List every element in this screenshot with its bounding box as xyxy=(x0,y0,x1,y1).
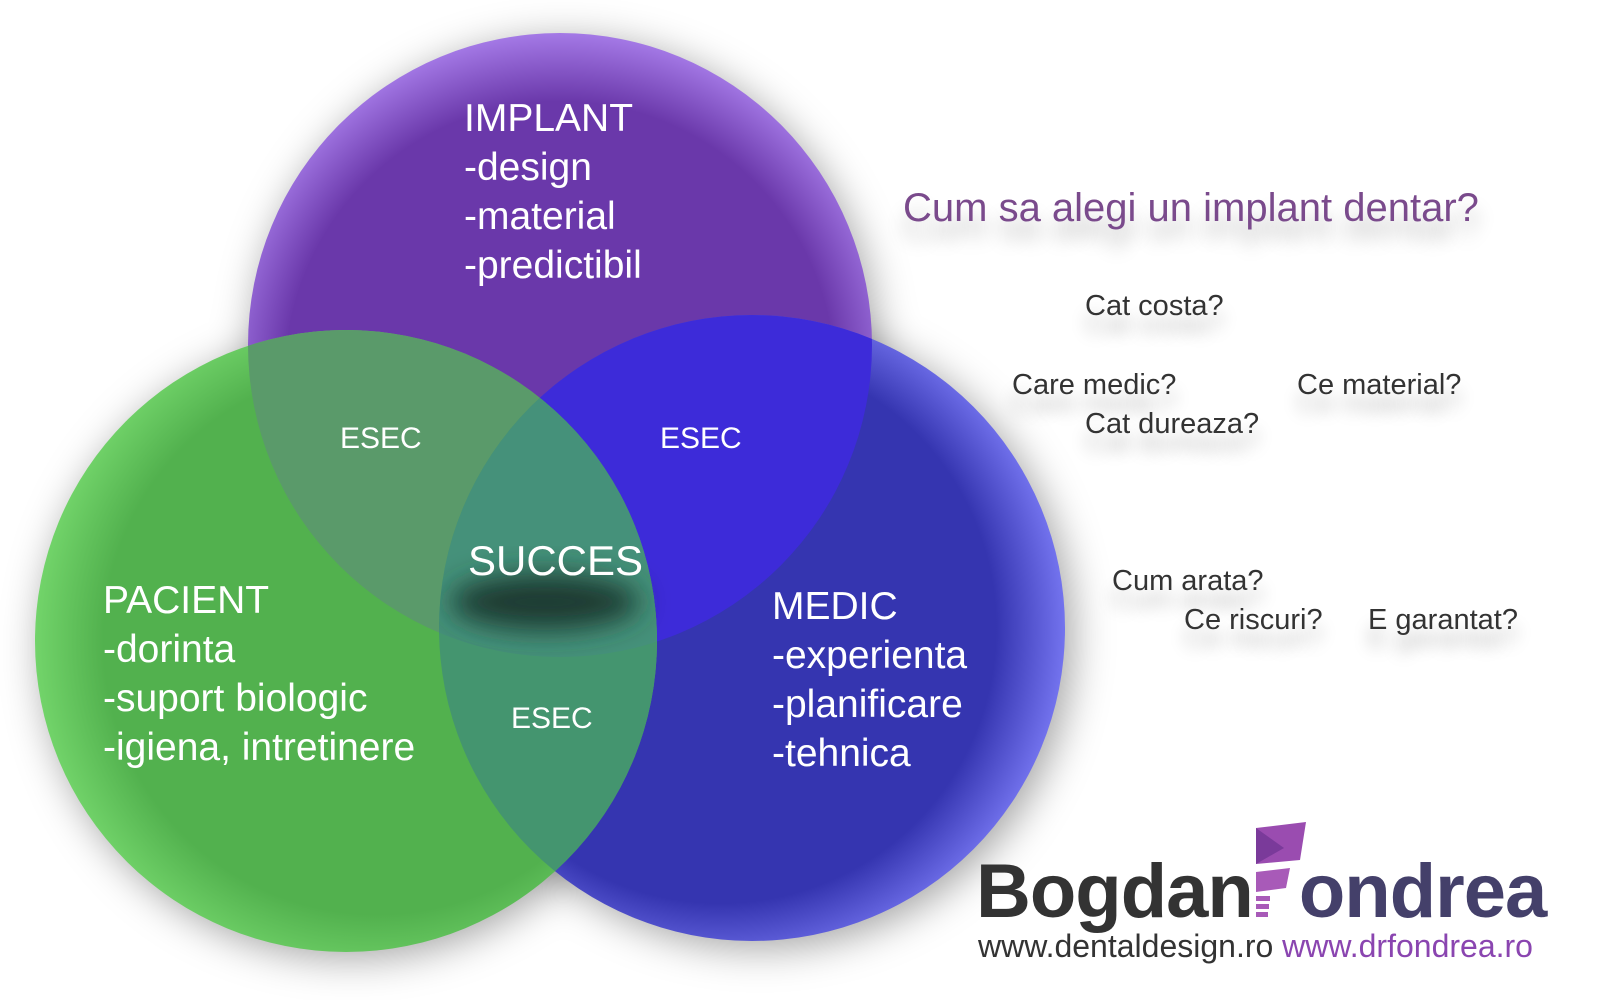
urls: www.dentaldesign.ro www.drfondrea.ro xyxy=(978,928,1533,965)
logo-first-name: Bogdan xyxy=(976,849,1254,934)
heading: Cum sa alegi un implant dentar? xyxy=(903,186,1479,230)
question: Ce material? xyxy=(1297,369,1462,401)
question: Cat dureaza? xyxy=(1085,408,1260,440)
pacient-item: -igiena, intretinere xyxy=(103,726,416,769)
medic-title: MEDIC xyxy=(772,585,898,628)
medic-item: -experienta xyxy=(772,634,968,677)
esec-implant-medic: ESEC xyxy=(660,422,742,455)
center-shadow xyxy=(450,574,640,630)
url-drfondrea[interactable]: www.drfondrea.ro xyxy=(1282,928,1533,964)
medic-item: -tehnica xyxy=(772,732,911,775)
url-dentaldesign[interactable]: www.dentaldesign.ro xyxy=(978,928,1274,964)
implant-label: IMPLANT -design -material -predictibil xyxy=(464,94,642,290)
implant-item: -design xyxy=(464,146,592,189)
pacient-item: -suport biologic xyxy=(103,677,368,720)
logo-f-mark-icon xyxy=(1256,822,1306,917)
logo-last-name: ondrea xyxy=(1298,849,1547,934)
question: Care medic? xyxy=(1012,369,1177,401)
overlap-center xyxy=(439,330,657,657)
pacient-item: -dorinta xyxy=(103,628,236,671)
pacient-title: PACIENT xyxy=(103,579,270,622)
logo-name: Bogdan ondrea xyxy=(976,848,1547,935)
esec-pacient-medic: ESEC xyxy=(511,702,593,735)
question: Cat costa? xyxy=(1085,290,1224,322)
question: Cum arata? xyxy=(1112,565,1264,597)
medic-item: -planificare xyxy=(772,683,963,726)
medic-label: MEDIC -experienta -planificare -tehnica xyxy=(772,582,967,778)
pacient-label: PACIENT -dorinta -suport biologic -igien… xyxy=(103,576,415,772)
implant-title: IMPLANT xyxy=(464,97,634,140)
implant-item: -material xyxy=(464,195,616,238)
succes-label: SUCCES xyxy=(468,537,644,584)
question: Ce riscuri? xyxy=(1184,604,1323,636)
implant-item: -predictibil xyxy=(464,244,642,287)
question: E garantat? xyxy=(1368,604,1518,636)
esec-implant-pacient: ESEC xyxy=(340,422,422,455)
